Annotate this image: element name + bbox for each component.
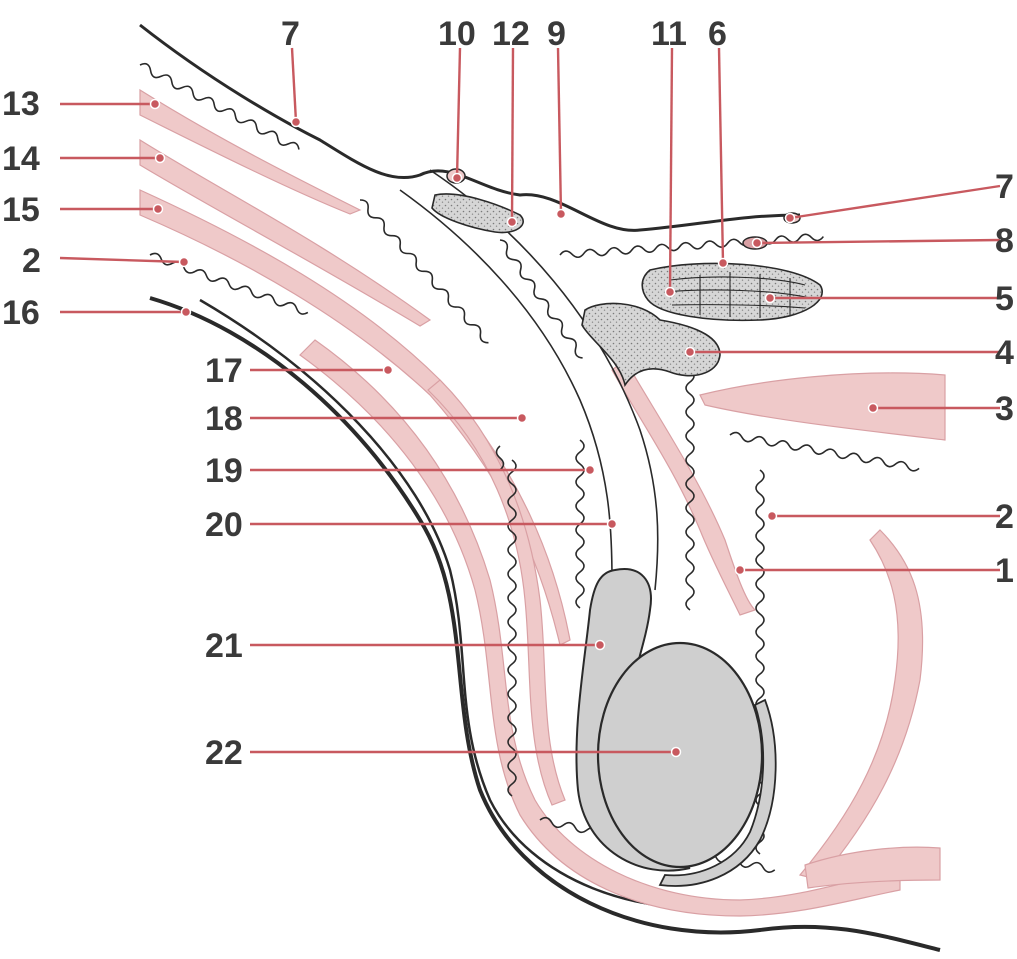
- label-15: 15: [2, 191, 40, 229]
- muscle-3-cremaster: [700, 373, 945, 440]
- label-7-right: 7: [995, 168, 1014, 206]
- label-8: 8: [995, 222, 1014, 260]
- muscle-band-13: [140, 90, 360, 214]
- label-1: 1: [995, 552, 1014, 590]
- label-7-top: 7: [281, 15, 300, 53]
- label-19: 19: [205, 452, 243, 490]
- label-18: 18: [205, 400, 243, 438]
- label-14: 14: [2, 140, 40, 178]
- label-6: 6: [708, 15, 727, 53]
- leader-dots: [151, 100, 878, 757]
- label-13: 13: [2, 85, 40, 123]
- label-9: 9: [547, 15, 566, 53]
- label-3: 3: [995, 390, 1014, 428]
- label-22: 22: [205, 734, 243, 772]
- muscle-band-right-lower: [800, 530, 923, 880]
- label-2-right: 2: [995, 498, 1014, 536]
- label-12: 12: [492, 15, 530, 53]
- structure-12: [432, 194, 523, 233]
- label-5: 5: [995, 280, 1014, 318]
- label-16: 16: [2, 294, 40, 332]
- label-11: 11: [651, 15, 687, 53]
- label-20: 20: [205, 506, 243, 544]
- label-2-left: 2: [22, 242, 41, 280]
- label-17: 17: [205, 352, 243, 390]
- label-10: 10: [438, 15, 476, 53]
- label-4: 4: [995, 334, 1014, 372]
- label-21: 21: [205, 627, 243, 665]
